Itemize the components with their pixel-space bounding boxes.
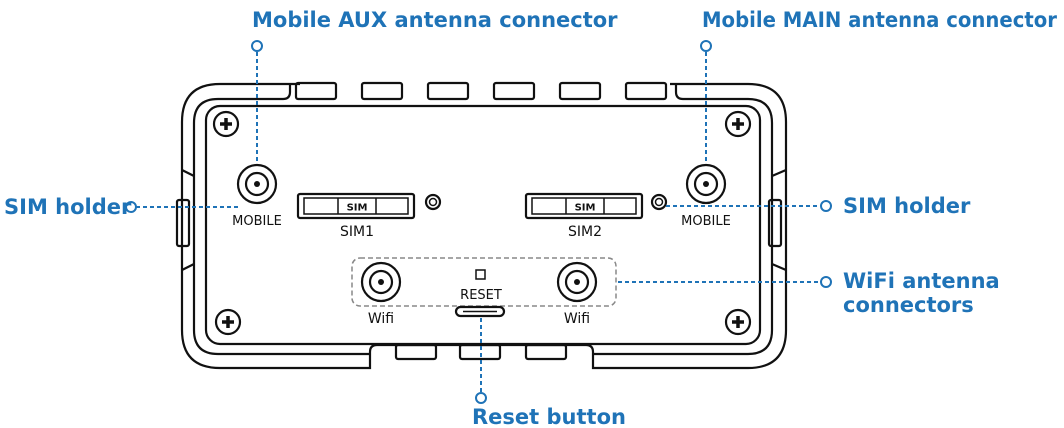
- callout-sim-holder-right: SIM holder: [843, 194, 971, 218]
- top-vents: [294, 81, 668, 101]
- reset-led: [475, 269, 486, 280]
- screw-icon: [212, 110, 240, 138]
- right-bumper: [593, 84, 774, 356]
- inner-face: [204, 104, 762, 346]
- mobile-label-right: MOBILE: [681, 214, 731, 229]
- mobile-label-left: MOBILE: [232, 214, 282, 229]
- wifi-antenna-connector-left: [360, 261, 402, 303]
- callout-reset-button: Reset button: [472, 405, 626, 428]
- sim1-led: [424, 193, 442, 211]
- wifi-label-right: Wifi: [564, 311, 590, 327]
- mobile-aux-antenna-connector: [236, 163, 278, 205]
- wifi-antenna-connector-right: [556, 261, 598, 303]
- callout-sim-holder-left: SIM holder: [4, 195, 132, 219]
- router-body: [175, 81, 788, 370]
- screw-icon: [724, 110, 752, 138]
- screw-icon: [214, 308, 242, 336]
- left-side-tab: [175, 198, 191, 248]
- reset-button[interactable]: [454, 305, 506, 318]
- wifi-label-left: Wifi: [368, 311, 394, 327]
- sim2-led: [650, 193, 668, 211]
- reset-label: RESET: [460, 288, 502, 303]
- right-side-tab: [767, 198, 783, 248]
- left-bumper: [192, 84, 370, 356]
- mobile-main-antenna-connector: [685, 163, 727, 205]
- sim1-label: SIM1: [340, 224, 374, 240]
- screw-icon: [724, 308, 752, 336]
- callout-wifi-line1: WiFi antenna: [843, 269, 1000, 293]
- callout-wifi-line2: connectors: [843, 293, 974, 317]
- sim1-slot: SIM: [296, 192, 416, 220]
- callout-leaders: [136, 52, 820, 392]
- sim2-slot: SIM: [524, 192, 644, 220]
- sim2-slot-tag: SIM: [575, 203, 596, 214]
- callout-markers: [125, 40, 832, 404]
- callout-mobile-main-antenna: Mobile MAIN antenna connector: [702, 8, 1058, 32]
- sim2-label: SIM2: [568, 224, 602, 240]
- callout-mobile-aux-antenna: Mobile AUX antenna connector: [252, 8, 618, 32]
- sim1-slot-tag: SIM: [347, 203, 368, 214]
